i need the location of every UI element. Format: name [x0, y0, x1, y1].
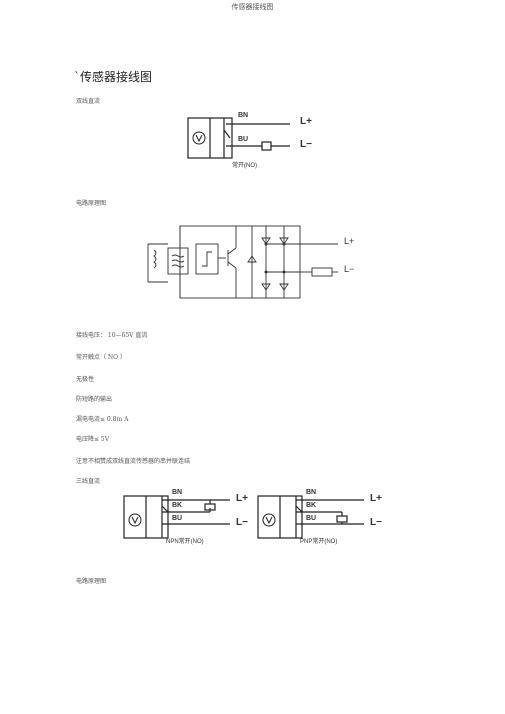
circuit-terminal-l-minus: L− — [344, 264, 355, 274]
pnp-wire-label-bk: BK — [306, 502, 317, 509]
label-circuit-principle: 电路原理图 — [76, 200, 107, 207]
label-two-wire-dc: 双线直流 — [76, 98, 101, 105]
npn-terminal-l-minus: L− — [236, 517, 248, 528]
npn-wire-label-bk: BK — [172, 502, 183, 509]
note-text: 注意不相赞成双线直流传感器的串并联连结 — [76, 458, 191, 465]
page-header: 传感器接线图 — [231, 3, 274, 11]
sensor-symbol-icon — [192, 131, 206, 145]
wire-label-bu: BU — [238, 136, 249, 143]
spec-wiring-voltage: 接线电压： 10—65V 直流 — [76, 332, 148, 339]
pnp-wire-label-bu: BU — [306, 515, 317, 522]
caption-normally-open: 常开(NO) — [232, 163, 257, 169]
terminal-l-plus: L+ — [300, 116, 312, 127]
spec-no-polarity: 无极性 — [76, 376, 95, 383]
spec-short-circuit-protection: 防短路的输出 — [76, 396, 113, 403]
pnp-terminal-l-minus: L− — [370, 517, 382, 528]
label-circuit-principle-2: 电路原理图 — [76, 578, 107, 585]
spec-normally-open: 常开触点（ NO ） — [76, 354, 126, 361]
wire-label-bn: BN — [238, 112, 249, 119]
circuit-terminal-l-plus: L+ — [344, 236, 355, 246]
npn-caption: NPN常开(NO) — [166, 539, 204, 545]
npn-terminal-l-plus: L+ — [236, 493, 248, 504]
pnp-wire-label-bn: BN — [306, 489, 317, 496]
pnp-sensor-symbol-icon — [262, 513, 276, 527]
pnp-terminal-l-plus: L+ — [370, 493, 382, 504]
label-three-wire-dc: 三线直流 — [76, 478, 101, 485]
terminal-l-minus: L− — [300, 139, 312, 150]
npn-wire-label-bn: BN — [172, 489, 183, 496]
pnp-caption: PNP常开(NO) — [300, 539, 338, 545]
page-title: `传感器接线图 — [74, 70, 153, 84]
spec-voltage-drop: 电压降≤ 5V — [76, 436, 110, 443]
npn-sensor-symbol-icon — [128, 513, 142, 527]
npn-wire-label-bu: BU — [172, 515, 183, 522]
spec-leakage-current: 漏电电流≤ 0.8m A — [76, 416, 129, 423]
